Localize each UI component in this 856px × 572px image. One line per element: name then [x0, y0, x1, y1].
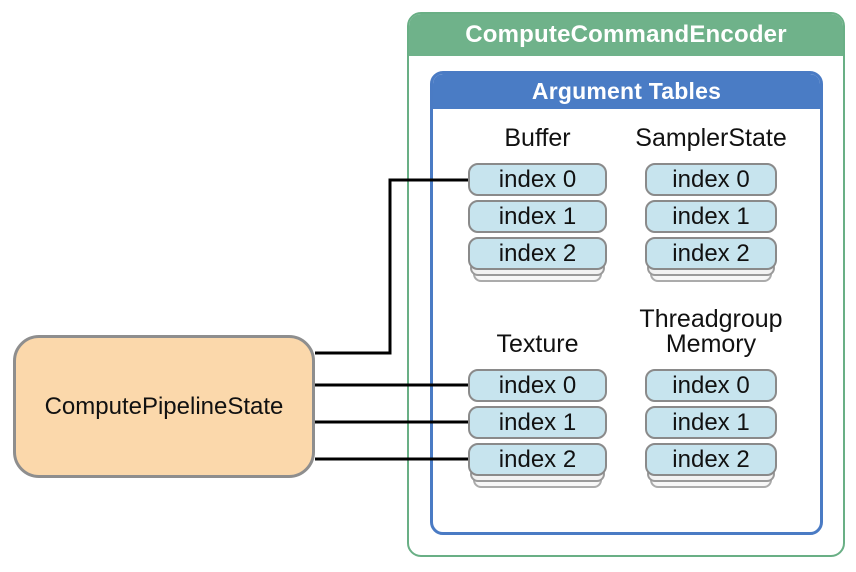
argument-tables-title: Argument Tables — [531, 78, 722, 104]
compute-pipeline-state-box: ComputePipelineState — [13, 335, 315, 478]
compute-command-encoder-title: ComputeCommandEncoder — [465, 21, 787, 48]
threadgroup-memory-index-1-cell: index 1 — [645, 406, 777, 439]
threadgroup-memory-index-2-cell: index 2 — [645, 443, 777, 476]
buffer-index-1-cell: index 1 — [468, 200, 607, 233]
threadgroup-memory-table-label: Threadgroup Memory — [612, 307, 810, 357]
texture-table-label: Texture — [496, 330, 579, 358]
threadgroup-memory-label-line1: Threadgroup — [639, 305, 783, 333]
buffer-index-2-cell: index 2 — [468, 237, 607, 270]
threadgroup-memory-index-0-cell: index 0 — [645, 369, 777, 402]
buffer-table-label: Buffer — [504, 124, 571, 152]
sampler-state-index-2-cell: index 2 — [645, 237, 777, 270]
argument-tables-header: Argument Tables — [433, 74, 820, 109]
threadgroup-memory-label-line2: Memory — [665, 330, 757, 358]
compute-pipeline-state-label: ComputePipelineState — [44, 392, 284, 420]
texture-index-1-cell: index 1 — [468, 406, 607, 439]
sampler-state-index-0-cell: index 0 — [645, 163, 777, 196]
sampler-state-index-1-cell: index 1 — [645, 200, 777, 233]
texture-index-0-cell: index 0 — [468, 369, 607, 402]
buffer-index-0-cell: index 0 — [468, 163, 607, 196]
compute-command-encoder-header: ComputeCommandEncoder — [409, 14, 843, 56]
texture-index-2-cell: index 2 — [468, 443, 607, 476]
sampler-state-table-label: SamplerState — [635, 124, 787, 152]
